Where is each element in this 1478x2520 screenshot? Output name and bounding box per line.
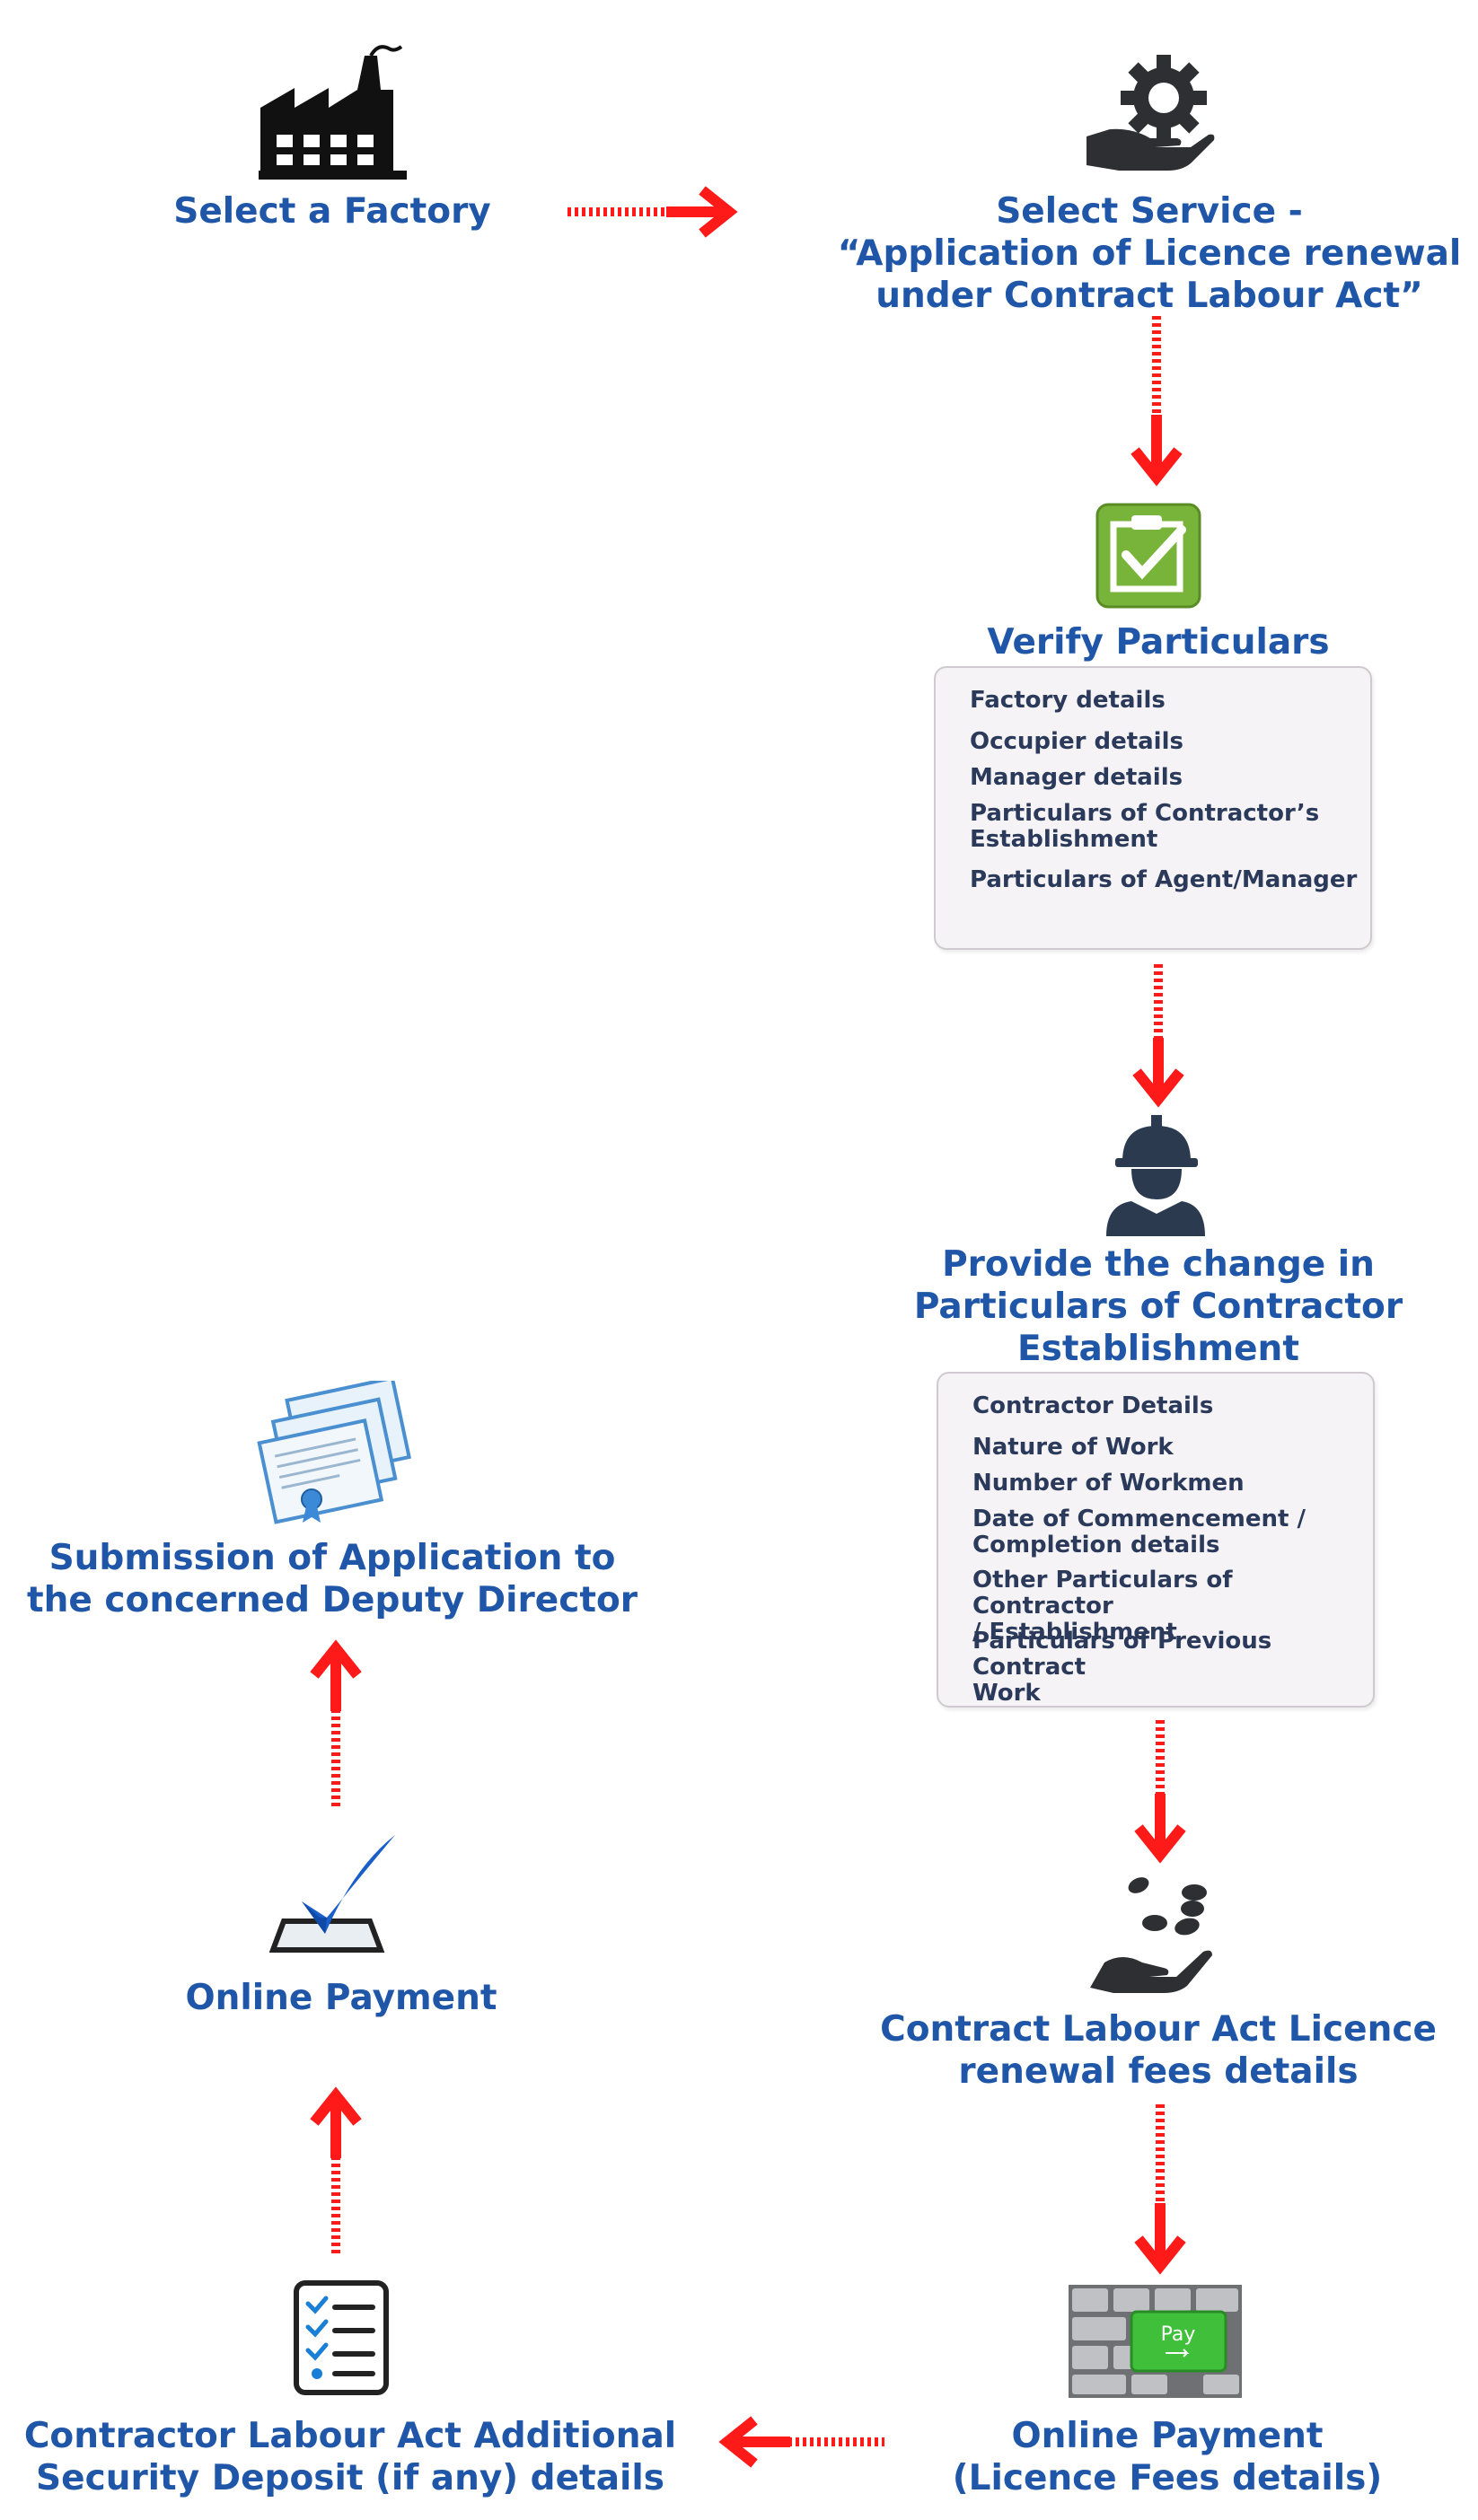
arrow-up-deposit-to-online-payment [310,2086,362,2257]
factory-icon [259,36,407,180]
arrow-down-fees-to-payment [1134,2104,1186,2275]
checklist-green-icon [1095,503,1201,609]
fees-details-label: Contract Labour Act Licence renewal fees… [862,2008,1455,2093]
online-payment-fees-line2: (Licence Fees details) [952,2458,1383,2498]
arrow-down-service-to-verify [1130,316,1183,487]
verify-item-contractor-establishment: Particulars of Contractor’s Establishmen… [970,800,1320,853]
select-factory-text: Select a Factory [173,191,491,232]
hand-coins-icon [1087,1869,1221,1995]
fees-details-line2: renewal fees details [958,2051,1359,2092]
contractor-item-commencement: Date of Commencement / Completion detail… [972,1506,1306,1559]
online-payment-fees-line1: Online Payment [1011,2416,1324,2456]
pay-key-text: Pay [1161,2323,1196,2346]
arrow-left-payment-to-deposit [718,2416,884,2468]
security-deposit-line2: Security Deposit (if any) details [36,2458,664,2498]
fees-details-line1: Contract Labour Act Licence [880,2009,1437,2050]
submission-label: Submission of Application to the concern… [18,1537,647,1621]
verify-item-manager: Manager details [970,764,1183,791]
verify-particulars-label: Verify Particulars [934,621,1383,663]
submission-line2: the concerned Deputy Director [27,1580,638,1620]
checkmark-icon [268,1831,400,1955]
arrow-up-payment-to-submission [310,1639,362,1810]
select-service-line2: “Application of Licence renewal [837,233,1462,274]
provide-change-line1: Provide the change in [942,1244,1375,1285]
online-payment-label: Online Payment [162,1977,521,2019]
verify-item-factory: Factory details [970,687,1166,714]
select-service-line3: under Contract Labour Act” [875,276,1423,316]
contractor-item-nature: Nature of Work [972,1434,1174,1461]
provide-change-line3: Establishment [1017,1329,1299,1369]
contractor-item-workmen: Number of Workmen [972,1470,1245,1497]
contractor-item-previous: Particulars of Previous Contract Work [972,1628,1272,1707]
online-payment-text: Online Payment [185,1978,497,2018]
verify-particulars-box: Factory details Occupier details Manager… [934,666,1372,950]
select-factory-label: Select a Factory [153,190,512,233]
provide-change-line2: Particulars of Contractor [913,1286,1403,1327]
contractor-item-other: Other Particulars of Contractor / Establ… [972,1567,1233,1646]
provide-change-label: Provide the change in Particulars of Con… [880,1243,1437,1370]
verify-item-occupier: Occupier details [970,728,1183,755]
select-service-line1: Select Service - [996,191,1303,232]
verify-item-agent-manager: Particulars of Agent/Manager [970,866,1358,893]
worker-helmet-icon [1106,1115,1205,1236]
select-service-label: Select Service - “Application of Licence… [835,190,1464,317]
arrow-down-verify-to-provide [1132,964,1184,1108]
contractor-item-details: Contractor Details [972,1392,1214,1419]
checklist-document-icon [294,2280,389,2395]
contractor-details-box: Contractor Details Nature of Work Number… [937,1372,1375,1708]
keyboard-pay-icon: Pay [1069,2285,1242,2398]
security-deposit-line1: Contractor Labour Act Additional [23,2416,677,2456]
arrow-down-provide-to-fees [1134,1720,1186,1864]
hand-gear-icon [1083,48,1218,174]
submission-line1: Submission of Application to [48,1538,616,1578]
online-payment-fees-label: Online Payment (Licence Fees details) [916,2415,1419,2499]
documents-certificate-icon [254,1375,429,1526]
security-deposit-label: Contractor Labour Act Additional Securit… [18,2415,682,2499]
verify-particulars-text: Verify Particulars [987,622,1330,663]
arrow-right-factory-to-service [567,186,738,238]
